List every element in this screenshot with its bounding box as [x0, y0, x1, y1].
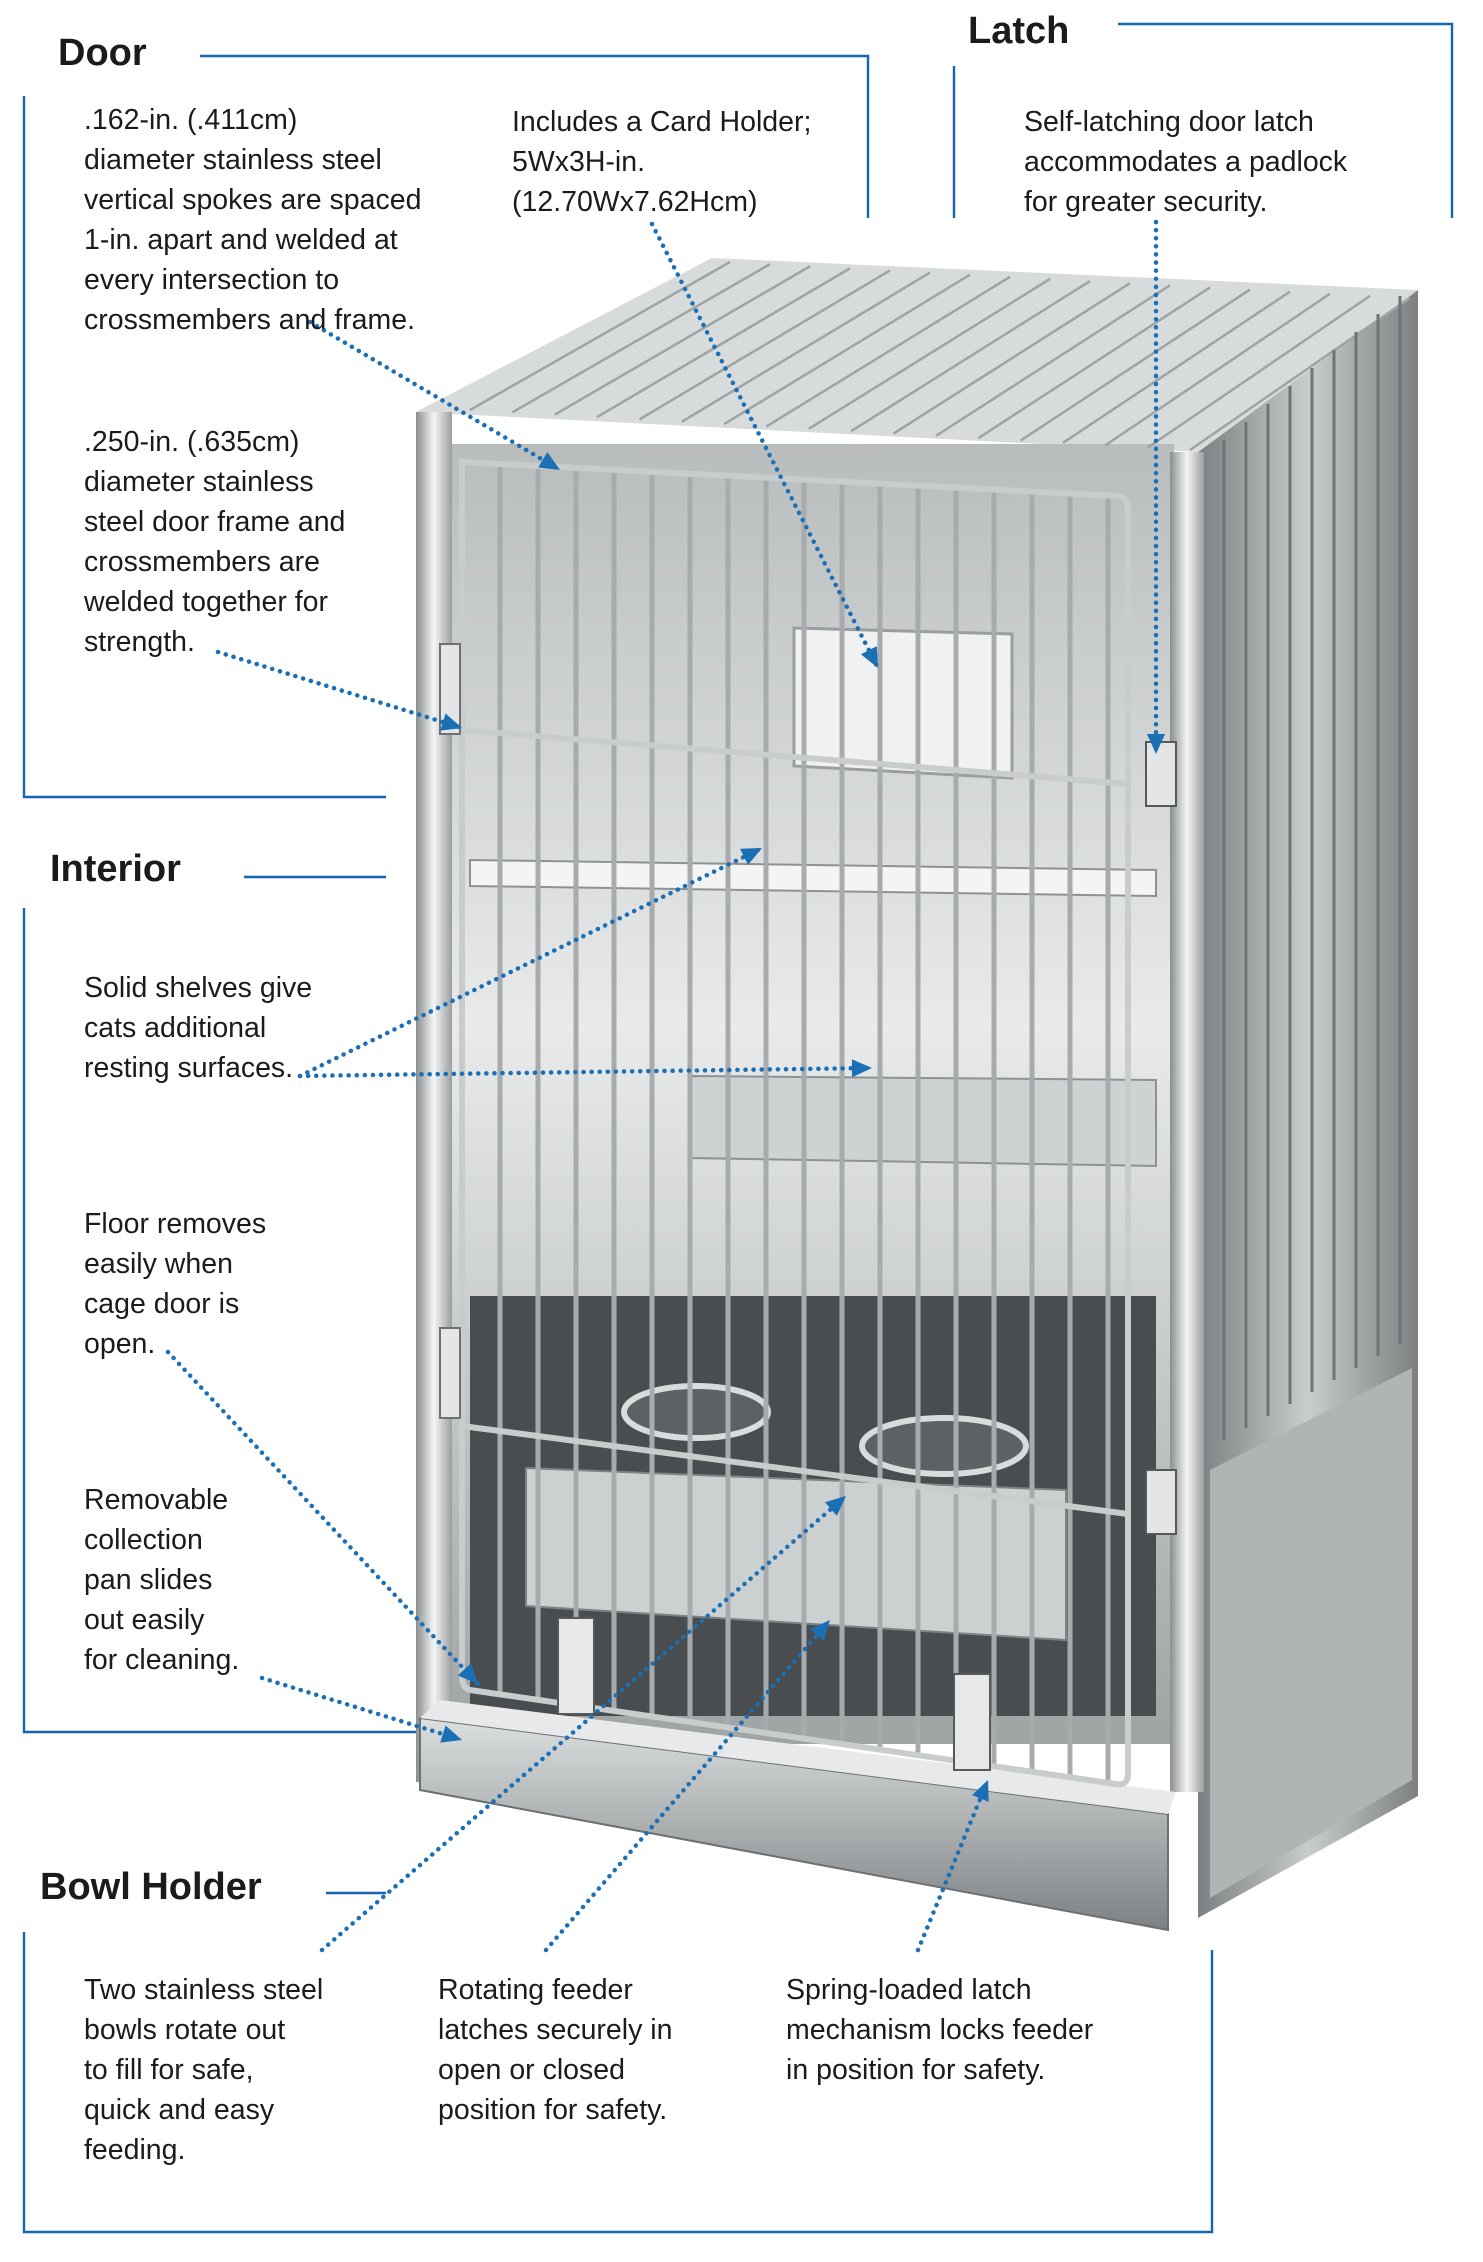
- latch-heading: Latch: [968, 10, 1070, 52]
- top-bar: [596, 267, 851, 419]
- top-bar: [554, 265, 811, 416]
- interior-heading: Interior: [50, 848, 181, 890]
- top-bar: [638, 269, 891, 421]
- latch-note: Self-latching door latch accommodates a …: [1024, 106, 1348, 218]
- frame-leader: [215, 649, 465, 731]
- top-bar: [977, 286, 1211, 440]
- top-bar: [723, 273, 971, 426]
- top-bar: [469, 260, 731, 412]
- arrow-head: [440, 1725, 462, 1743]
- side-bars: [1222, 296, 1402, 1440]
- door-latch: [1145, 741, 1177, 807]
- cage-illustration: [416, 258, 1418, 1932]
- card-holder: [792, 626, 1014, 780]
- floor-leader-dots: [165, 1349, 481, 1687]
- top-bar: [1146, 294, 1371, 449]
- top-bar: [808, 277, 1051, 430]
- top-bar: [681, 271, 931, 423]
- door-left-bracket: [22, 96, 386, 799]
- top-bar: [1062, 290, 1291, 444]
- door-crossmember-top: [461, 727, 1129, 787]
- arrow-head: [851, 1059, 872, 1078]
- shelf-upper-leader: [297, 845, 765, 1079]
- bowl-outer-bracket: [22, 1932, 1214, 2234]
- bowls-note: Two stainless steel bowls rotate out to …: [84, 1974, 324, 2166]
- spring-leader-dots: [915, 1777, 991, 1953]
- pan-leader: [259, 1675, 465, 1743]
- feeder-leader: [543, 1617, 833, 1953]
- card-holder-leader: [649, 221, 881, 671]
- interior-left-bracket: [22, 908, 430, 1734]
- bowl-holder-heading: Bowl Holder: [40, 1866, 262, 1908]
- shelf-lower-leader-dots: [297, 1065, 875, 1079]
- section-rules: [22, 22, 1454, 2234]
- door-latch-lower: [1145, 1469, 1177, 1535]
- cage-right-post: [1170, 452, 1204, 1792]
- door-heading: Door: [58, 32, 147, 74]
- top-bar: [1019, 288, 1251, 442]
- latch-leader: [1147, 219, 1165, 757]
- door-spokes-note: .162-in. (.411cm) diameter stainless ste…: [84, 104, 422, 336]
- top-grid-bars: [469, 260, 1411, 452]
- arrow-head: [1147, 734, 1165, 754]
- shelf-upper-leader-dots: [297, 845, 765, 1079]
- card-holder-note: Includes a Card Holder; 5Wx3H-in. (12.70…: [512, 106, 812, 218]
- card-holder-leader-dots: [649, 221, 881, 671]
- arrow-head: [860, 646, 878, 668]
- leader-lines: [165, 219, 1165, 1953]
- door-bars: [497, 465, 1111, 1781]
- side-lower-panel: [1210, 1368, 1412, 1898]
- spring-leader: [915, 1777, 991, 1953]
- feeder-note: Rotating feeder latches securely in open…: [438, 1974, 673, 2126]
- arrow-head: [538, 452, 560, 470]
- feeder-leader-dots: [543, 1617, 833, 1953]
- shelf-lower-leader: [297, 1059, 875, 1079]
- top-bar: [765, 275, 1011, 428]
- hinge-upper: [439, 643, 461, 735]
- pan-note: Removable collection pan slides out easi…: [84, 1484, 240, 1676]
- bowl-left: [621, 1383, 771, 1441]
- bowls-leader: [319, 1493, 849, 1953]
- arrow-head: [440, 713, 462, 731]
- bowl-right: [859, 1415, 1029, 1477]
- lower-shelf: [689, 1074, 1157, 1168]
- bowls-leader-dots: [319, 1493, 849, 1953]
- door-crossmember-low: [461, 1423, 1129, 1517]
- top-bar: [850, 280, 1091, 433]
- shelves-note: Solid shelves give cats additional resti…: [84, 972, 313, 1084]
- pan-leader-dots: [259, 1675, 465, 1743]
- top-bar: [511, 263, 771, 414]
- arrow-head: [457, 1663, 478, 1684]
- upper-shelf: [469, 858, 1157, 898]
- arrow-head: [740, 848, 762, 865]
- spokes-leader: [307, 319, 563, 473]
- top-bar: [1189, 296, 1411, 452]
- feeder-latch-right: [953, 1673, 991, 1771]
- top-bar: [1104, 292, 1331, 447]
- frame-leader-dots: [215, 649, 465, 731]
- latch-bracket: [1118, 22, 1454, 218]
- spokes-leader-dots: [307, 319, 563, 473]
- feeder-latch-left: [557, 1617, 595, 1715]
- door-bracket: [200, 54, 870, 218]
- hinge-lower: [439, 1327, 461, 1419]
- top-bar: [935, 284, 1171, 437]
- floor-note: Floor removes easily when cage door is o…: [84, 1208, 267, 1360]
- spring-latch-note: Spring-loaded latch mechanism locks feed…: [786, 1974, 1094, 2086]
- floor-leader: [165, 1349, 481, 1687]
- door-frame: [459, 458, 1131, 1788]
- cage-left-post: [416, 412, 452, 1782]
- arrow-head: [824, 1496, 846, 1516]
- arrow-head: [810, 1620, 830, 1642]
- arrow-head: [972, 1780, 989, 1802]
- top-bar: [892, 282, 1131, 435]
- door-frame-note: .250-in. (.635cm) diameter stainless ste…: [84, 426, 346, 658]
